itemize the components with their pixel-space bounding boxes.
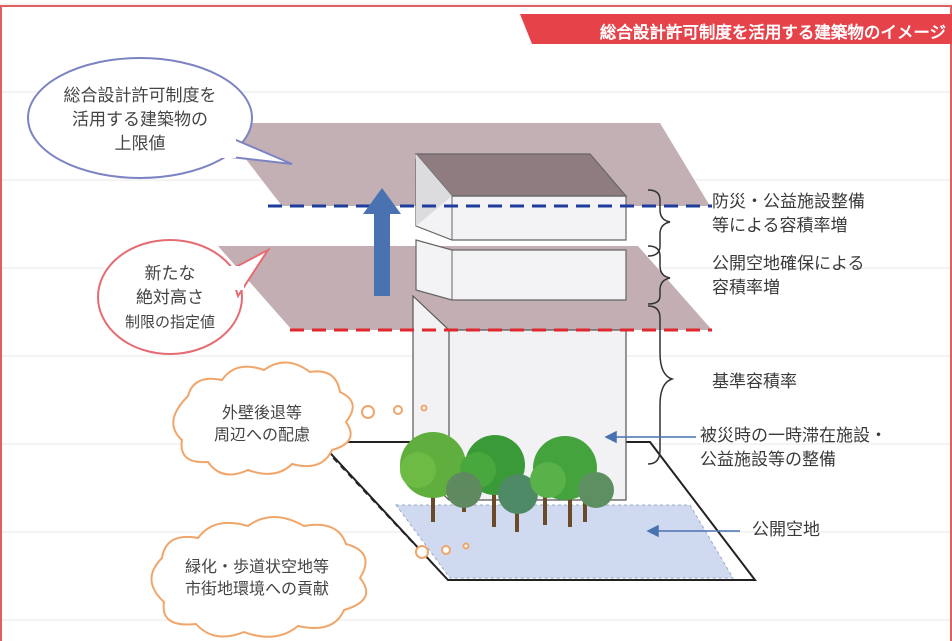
disaster-bonus-line-1: 防災・公益施設整備 (712, 192, 865, 212)
tree-group (400, 432, 614, 532)
greening-line-1: 緑化・歩道状空地等 (184, 557, 329, 576)
brace-icons (647, 189, 675, 465)
new-height-line-1: 新たな (144, 264, 196, 284)
facility-line-1: 被災時の一時滞在施設・ (700, 426, 887, 446)
greening-callout-text: 緑化・歩道状空地等 市街地環境への貢献 (162, 556, 352, 600)
new-height-callout (97, 239, 271, 355)
public-open-space-label: 公開空地 (752, 520, 820, 540)
upper-limit-callout-text: 総合設計許可制度を 活用する建築物の 上限値 (40, 84, 240, 156)
open-space-bonus-label: 公開空地確保による 容積率増 (712, 252, 865, 300)
disaster-bonus-line-2: 等による容積率増 (712, 216, 848, 236)
frame-border (0, 5, 952, 641)
setback-cloud (172, 361, 428, 476)
open-space-area (395, 504, 734, 579)
building-top (414, 153, 628, 241)
base-ratio-label: 基準容積率 (712, 372, 797, 392)
title-banner (520, 14, 952, 44)
new-height-line-3: 制限の指定値 (124, 313, 215, 331)
new-height-callout-text: 新たな 絶対高さ 制限の指定値 (100, 262, 240, 334)
upper-limit-line-1: 総合設計許可制度を (63, 86, 217, 106)
greening-line-2: 市街地環境への貢献 (184, 579, 329, 598)
facility-line-2: 公益施設等の整備 (700, 450, 836, 470)
open-space-bonus-line-2: 容積率増 (712, 278, 780, 298)
upper-limit-line-2: 活用する建築物の (72, 110, 208, 130)
building-middle (415, 239, 627, 301)
setback-line-2: 周辺への配慮 (213, 425, 310, 444)
diagram-title: 総合設計許可制度を活用する建築物のイメージ (599, 23, 946, 42)
greening-cloud (150, 516, 470, 638)
disaster-bonus-label: 防災・公益施設整備 等による容積率増 (712, 190, 865, 238)
open-space-bonus-line-1: 公開空地確保による (712, 254, 865, 274)
upper-limit-line-3: 上限値 (114, 134, 166, 154)
upper-limit-callout (27, 57, 293, 179)
facility-label: 被災時の一時滞在施設・ 公益施設等の整備 (700, 424, 887, 472)
new-height-line-2: 絶対高さ (136, 288, 204, 308)
setback-callout-text: 外壁後退等 周辺への配慮 (186, 402, 338, 446)
increase-arrow-icon (363, 188, 401, 296)
pointer-arrows (604, 430, 740, 538)
setback-line-1: 外壁後退等 (221, 403, 302, 422)
